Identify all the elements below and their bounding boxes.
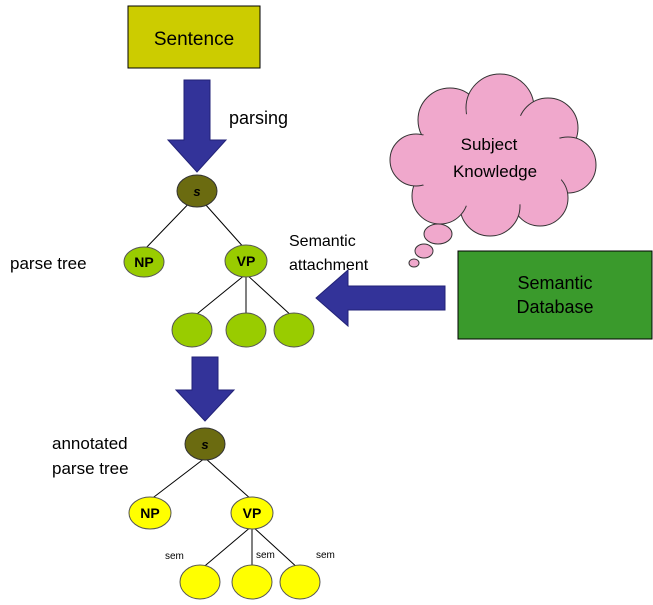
- parse-tree-edges: [143, 194, 295, 319]
- semantic-database-line1: Semantic: [517, 273, 592, 293]
- parse-tree-leaf-node: [273, 312, 315, 348]
- parse-tree-vp-label: VP: [237, 253, 256, 269]
- annotated-tree-vp-node: [230, 496, 274, 530]
- annotated-tree-root-label: s: [201, 437, 208, 452]
- annotated-tree-leaf-node: [231, 564, 273, 600]
- annotated-tree-np-label: NP: [140, 505, 159, 521]
- semantic-database-box: Semantic Database: [457, 250, 653, 340]
- parse-tree-np-node: [123, 246, 165, 278]
- annotated-tree: s NP VP sem sem sem: [128, 427, 335, 600]
- semantic-attachment-line2: attachment: [289, 257, 369, 274]
- parsing-arrow: [166, 79, 228, 173]
- parse-tree-root-node: [176, 174, 218, 208]
- semantic-attachment-arrow: [315, 268, 446, 328]
- subject-knowledge-cloud: [389, 73, 597, 268]
- parse-tree-leaf-node: [171, 312, 213, 348]
- semantic-attachment-line1: Semantic: [289, 233, 356, 250]
- parsing-label: parsing: [229, 108, 288, 128]
- annotated-tree-root-node: [184, 427, 226, 461]
- parse-tree-caption: parse tree: [10, 254, 87, 273]
- annotation-arrow: [174, 356, 236, 422]
- annotated-tree-leaf-node: [279, 564, 321, 600]
- parse-tree-vp-node: [224, 244, 268, 278]
- sentence-box-rect: [127, 5, 261, 69]
- semantic-database-line2: Database: [516, 297, 593, 317]
- annotated-tree-np-node: [128, 496, 172, 530]
- semantic-database-rect: [457, 250, 653, 340]
- cloud-text-line1: Subject: [461, 135, 518, 154]
- annotated-caption-line2: parse tree: [52, 459, 129, 478]
- sem-label-middle: sem: [256, 550, 275, 561]
- sem-label-left: sem: [165, 551, 184, 562]
- parse-tree-root-label: s: [193, 184, 200, 199]
- cloud-text-line2: Knowledge: [453, 162, 537, 181]
- parse-tree: s NP VP: [123, 174, 315, 348]
- annotated-tree-edges: [149, 457, 301, 571]
- sentence-label: Sentence: [154, 29, 234, 50]
- annotated-caption-line1: annotated: [52, 434, 128, 453]
- sentence-box: Sentence: [127, 5, 261, 69]
- annotated-tree-vp-label: VP: [243, 505, 262, 521]
- parse-tree-np-label: NP: [134, 254, 153, 270]
- sem-label-right: sem: [316, 550, 335, 561]
- annotated-tree-leaf-node: [179, 564, 221, 600]
- parse-tree-leaf-node: [225, 312, 267, 348]
